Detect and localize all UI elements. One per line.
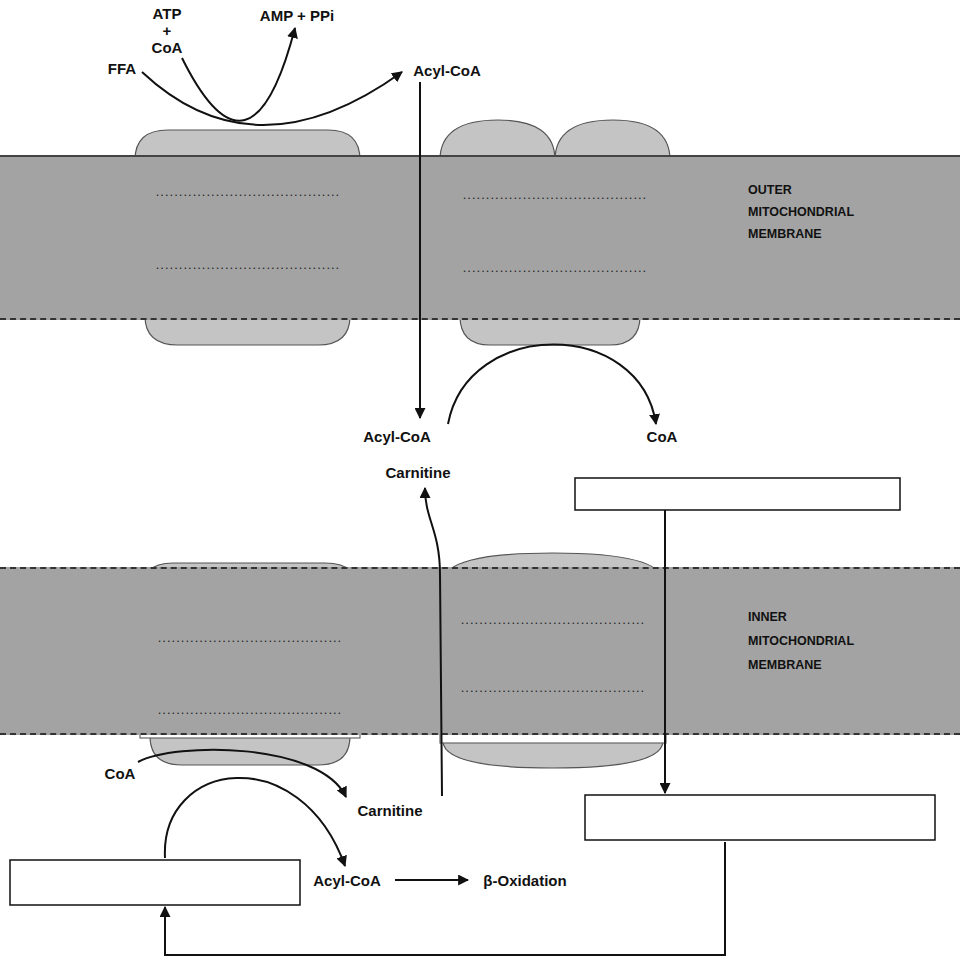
protein-cap xyxy=(440,120,555,160)
product-label: Acyl-CoA xyxy=(411,62,483,79)
text-slot: ........................................ xyxy=(463,188,647,202)
metabolite-label: Carnitine xyxy=(355,802,424,819)
blank-line: ........................................ xyxy=(463,188,647,202)
text-slot: OUTER MITOCHONDRIAL MEMBRANE xyxy=(748,179,854,245)
protein-cap xyxy=(145,316,350,345)
text-slot: INNER MITOCHONDRIAL MEMBRANE xyxy=(748,605,854,677)
protein-cap xyxy=(460,316,640,345)
metabolite-label: Acyl-CoA xyxy=(311,872,383,889)
membrane-label: OUTER MITOCHONDRIAL MEMBRANE xyxy=(748,179,854,245)
substrate-label: FFA xyxy=(106,60,138,77)
carnitine-return-arrow xyxy=(425,488,442,796)
activation-arrow xyxy=(142,72,402,125)
cpt2-acyl-arrow xyxy=(165,778,345,866)
text-slot: FFA xyxy=(106,60,138,77)
text-slot: β-Oxidation xyxy=(481,872,568,889)
text-slot: ........................................ xyxy=(156,258,340,272)
text-slot: ........................................ xyxy=(156,185,340,199)
text-slot: AMP + PPi xyxy=(258,7,336,24)
cpt1-arrow xyxy=(448,345,656,425)
text-slot: Carnitine xyxy=(355,802,424,819)
oxidation-arrow xyxy=(395,879,468,881)
text-slot: Acyl-CoA xyxy=(311,872,383,889)
blank-line: ........................................ xyxy=(461,613,645,627)
blank-line: ........................................ xyxy=(156,185,340,199)
metabolite-label: Carnitine xyxy=(383,464,452,481)
answer-box xyxy=(10,860,300,905)
blank-line: ........................................ xyxy=(158,703,342,717)
membrane-band: INNER MITOCHONDRIAL MEMBRANE xyxy=(0,567,960,735)
blank-line: ........................................ xyxy=(463,261,647,275)
text-slot: ........................................ xyxy=(463,261,647,275)
pathway-label: β-Oxidation xyxy=(481,872,568,889)
blank-line: ........................................ xyxy=(156,258,340,272)
cpt2-coa-arrow xyxy=(138,750,346,797)
blank-line: ........................................ xyxy=(461,681,645,695)
metabolite-label: CoA xyxy=(645,428,680,445)
text-slot: CoA xyxy=(645,428,680,445)
text-slot: ATP + CoA xyxy=(150,5,185,56)
substrate-label: ATP + CoA xyxy=(150,5,185,56)
transport-arrow xyxy=(419,82,421,418)
text-slot: ........................................ xyxy=(158,631,342,645)
text-slot: ........................................ xyxy=(158,703,342,717)
protein-cap xyxy=(443,741,663,768)
text-slot: CoA xyxy=(103,765,138,782)
metabolite-label: Acyl-CoA xyxy=(361,428,433,445)
protein-cap xyxy=(555,120,670,160)
atp-arrow xyxy=(182,28,295,121)
text-slot: ........................................ xyxy=(461,681,645,695)
answer-box xyxy=(585,795,935,840)
translocase-arrow xyxy=(664,510,666,793)
membrane-band: OUTER MITOCHONDRIAL MEMBRANE xyxy=(0,155,960,320)
product-label: AMP + PPi xyxy=(258,7,336,24)
text-slot: Acyl-CoA xyxy=(361,428,433,445)
text-slot: ........................................ xyxy=(461,613,645,627)
answer-box xyxy=(575,478,900,510)
text-slot: Carnitine xyxy=(383,464,452,481)
metabolite-label: CoA xyxy=(103,765,138,782)
membrane-label: INNER MITOCHONDRIAL MEMBRANE xyxy=(748,605,854,677)
blank-line: ........................................ xyxy=(158,631,342,645)
text-slot: Acyl-CoA xyxy=(411,62,483,79)
protein-cap xyxy=(150,736,350,765)
